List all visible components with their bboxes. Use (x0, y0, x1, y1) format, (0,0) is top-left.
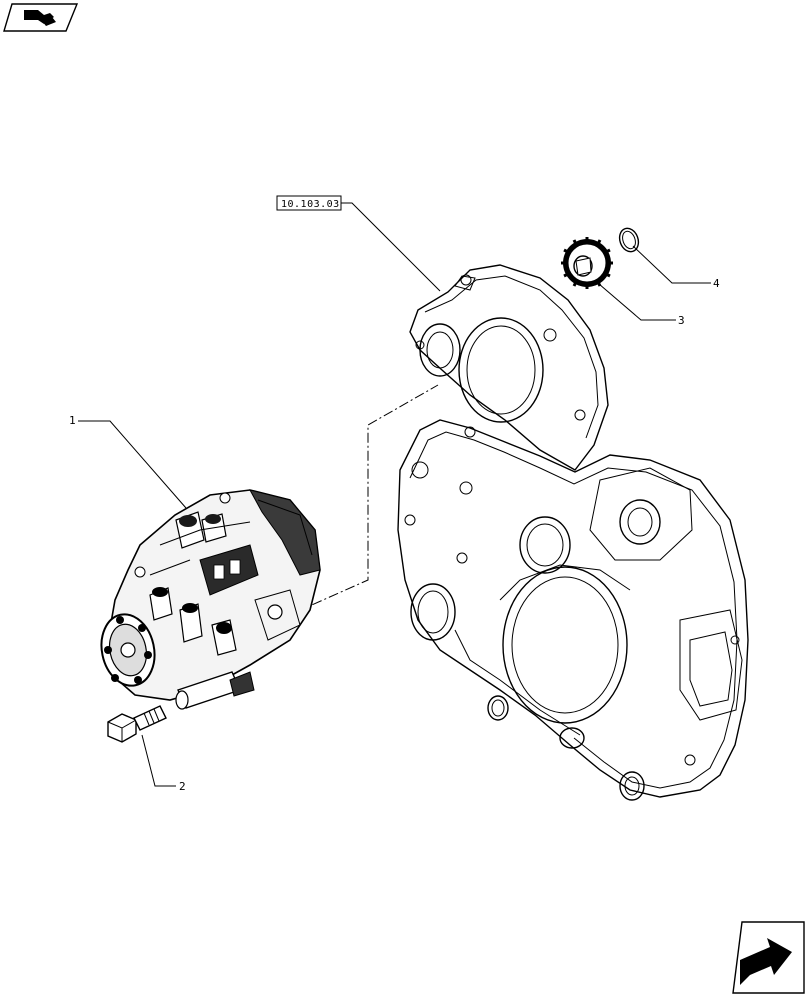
injection-pump[interactable] (95, 489, 321, 710)
callout-1-leader (78, 420, 187, 509)
alignment-line (295, 384, 439, 613)
callout-3-leader (598, 283, 676, 321)
next-page-arrow-icon[interactable] (732, 921, 805, 994)
callout-2: 2 (179, 780, 186, 793)
reference-leader (341, 202, 441, 292)
timing-housing[interactable] (397, 419, 749, 801)
snap-ring[interactable] (616, 226, 641, 255)
reference-label: 10.103.03 (281, 199, 340, 210)
gear[interactable] (561, 237, 613, 289)
reference-box[interactable]: 10.103.03 (276, 195, 342, 211)
gear-cover[interactable] (409, 264, 609, 471)
bolt[interactable] (107, 705, 167, 743)
callout-2-leader (141, 734, 176, 787)
book-arrow-icon[interactable] (3, 3, 79, 32)
callout-3: 3 (678, 314, 685, 327)
callout-1: 1 (69, 414, 76, 427)
callout-4-leader (632, 245, 711, 284)
callout-4: 4 (713, 277, 720, 290)
